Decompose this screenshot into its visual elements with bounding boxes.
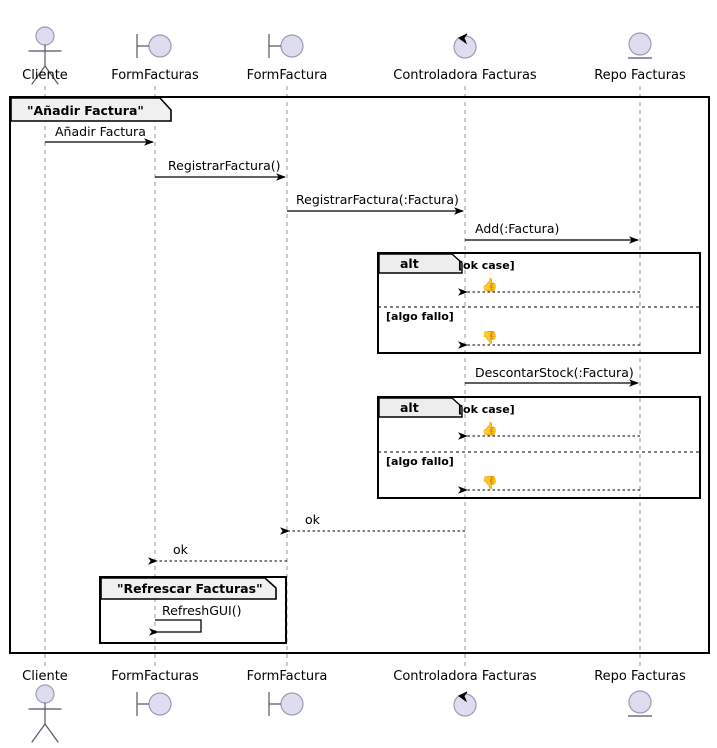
alt-keyword-label: alt bbox=[400, 256, 419, 271]
alt-guard-label-0: [ok case] bbox=[458, 403, 515, 416]
message-m10[interactable]: ok bbox=[280, 512, 465, 535]
participant-label-bottom-cliente: Cliente bbox=[22, 669, 68, 684]
alt-block-2: alt [ok case] [algo fallo] bbox=[377, 396, 701, 499]
alt-keyword-label: alt bbox=[400, 400, 419, 415]
alt-keyword-tab bbox=[378, 397, 463, 418]
participant-label-top-formfacturas: FormFacturas bbox=[111, 68, 199, 83]
participant-label-top-controladora: Controladora Facturas bbox=[393, 68, 537, 83]
participant-label-bottom-controladora: Controladora Facturas bbox=[393, 669, 537, 684]
self-message-m12[interactable]: RefreshGUI() bbox=[149, 603, 241, 636]
participant-label-bottom-formfacturas: FormFacturas bbox=[111, 669, 199, 684]
alt-border bbox=[377, 396, 701, 499]
participant-label-top-repo: Repo Facturas bbox=[594, 68, 686, 83]
message-label: Añadir Factura bbox=[55, 124, 146, 139]
message-label: 👍 bbox=[482, 277, 498, 293]
message-label: 👎 bbox=[482, 330, 498, 346]
message-label: 👍 bbox=[482, 421, 498, 437]
participant-heads-bottom: Cliente FormFacturas FormFactura Controlado… bbox=[22, 669, 686, 743]
message-m7[interactable]: DescontarStock(:Factura) bbox=[465, 365, 639, 387]
participant-label-top-cliente: Cliente bbox=[22, 68, 68, 83]
self-message-arrow bbox=[149, 619, 202, 636]
frame-border bbox=[99, 576, 287, 644]
message-m9[interactable]: 👎 bbox=[458, 475, 640, 494]
actor-stick-figure-icon[interactable] bbox=[28, 26, 62, 85]
message-label: DescontarStock(:Factura) bbox=[475, 365, 634, 380]
boundary-icon[interactable] bbox=[136, 34, 172, 58]
actor-stick-figure-icon[interactable] bbox=[28, 684, 62, 743]
frame-label-tab bbox=[10, 97, 172, 122]
self-message-label: RefreshGUI() bbox=[162, 603, 241, 618]
frame-label-text: "Refrescar Facturas" bbox=[117, 581, 263, 596]
message-label: 👎 bbox=[482, 475, 498, 491]
control-icon[interactable] bbox=[453, 691, 477, 717]
boundary-icon[interactable] bbox=[268, 34, 304, 58]
alt-guard-label-1: [algo fallo] bbox=[386, 455, 454, 468]
message-m4[interactable]: Add(:Factura) bbox=[465, 221, 639, 244]
boundary-icon[interactable] bbox=[136, 692, 172, 716]
message-m2[interactable]: RegistrarFactura() bbox=[155, 158, 286, 181]
participant-label-bottom-formfactura: FormFactura bbox=[247, 669, 328, 684]
frame-label-tab bbox=[100, 577, 277, 600]
message-m8[interactable]: 👍 bbox=[458, 421, 640, 440]
message-label: RegistrarFactura(:Factura) bbox=[296, 192, 459, 207]
frame-refrescar-facturas-frame: "Refrescar Facturas" bbox=[99, 576, 287, 644]
message-label: Add(:Factura) bbox=[475, 221, 559, 236]
alt-blocks-layer: alt [ok case] [algo fallo] alt [ok case] [alg… bbox=[377, 252, 701, 499]
frames-layer: "Añadir Factura" "Refrescar Facturas" bbox=[9, 96, 710, 654]
message-m1[interactable]: Añadir Factura bbox=[45, 124, 154, 146]
boundary-icon[interactable] bbox=[268, 692, 304, 716]
alt-guard-label-1: [algo fallo] bbox=[386, 310, 454, 323]
message-m5[interactable]: 👍 bbox=[458, 277, 640, 296]
message-label: ok bbox=[173, 542, 189, 557]
message-m3[interactable]: RegistrarFactura(:Factura) bbox=[287, 192, 464, 215]
alt-block-1: alt [ok case] [algo fallo] bbox=[377, 252, 701, 354]
frame-border bbox=[9, 96, 710, 654]
alt-border bbox=[377, 252, 701, 354]
message-m11[interactable]: ok bbox=[148, 542, 287, 565]
frame-anadir-factura-frame: "Añadir Factura" bbox=[9, 96, 710, 654]
alt-guard-label-0: [ok case] bbox=[458, 259, 515, 272]
frame-label-text: "Añadir Factura" bbox=[27, 103, 144, 118]
control-icon[interactable] bbox=[453, 33, 477, 59]
participant-heads-top: Cliente FormFacturas FormFactura Controlado… bbox=[22, 26, 686, 85]
alt-keyword-tab bbox=[378, 253, 463, 274]
lifelines-layer bbox=[44, 86, 641, 667]
participant-label-bottom-repo: Repo Facturas bbox=[594, 669, 686, 684]
message-label: ok bbox=[305, 512, 321, 527]
participant-label-top-formfactura: FormFactura bbox=[247, 68, 328, 83]
entity-icon[interactable] bbox=[628, 690, 652, 717]
entity-icon[interactable] bbox=[628, 32, 652, 59]
message-label: RegistrarFactura() bbox=[168, 158, 281, 173]
message-m6[interactable]: 👎 bbox=[458, 330, 640, 349]
